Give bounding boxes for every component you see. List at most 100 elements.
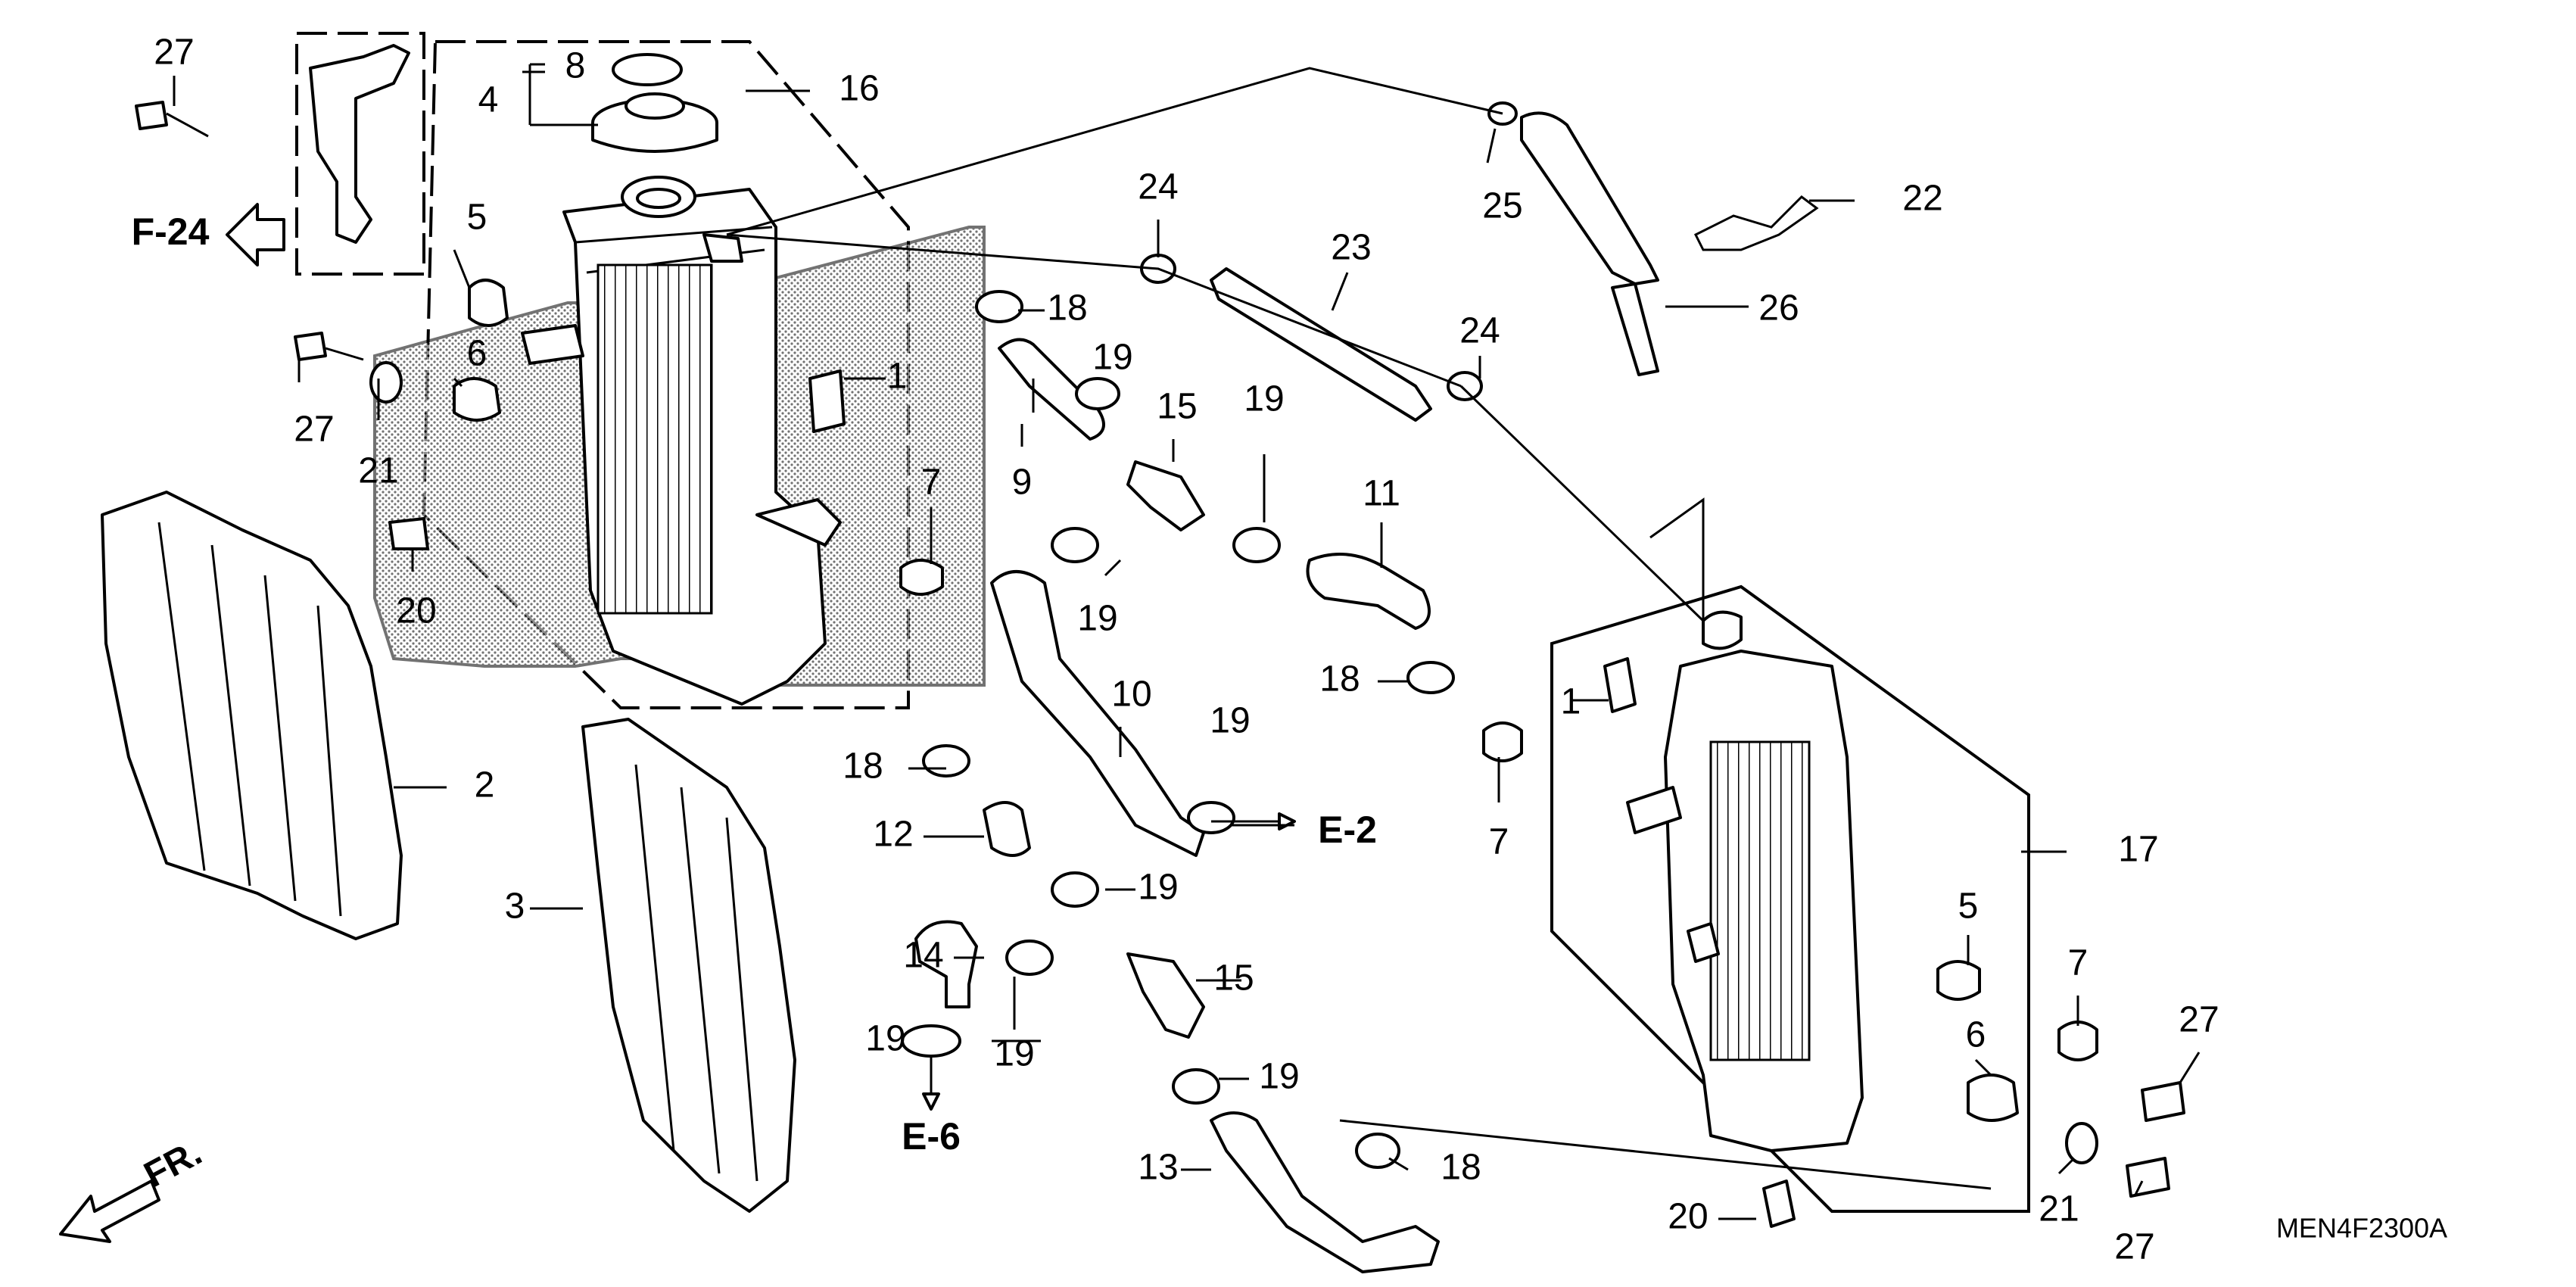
- washer-21-right: [2065, 1122, 2098, 1164]
- callout-22: 22: [1902, 179, 1942, 219]
- callout-14: 14: [903, 936, 943, 976]
- hoses: [914, 111, 1659, 1273]
- hose-23: [1210, 267, 1432, 422]
- callout-leaders: [173, 63, 2201, 1220]
- callout-26: 26: [1758, 288, 1799, 329]
- radiator-grille: [581, 718, 796, 1213]
- callout-3: 3: [505, 887, 525, 927]
- bolt-27-right-b: [2126, 1157, 2170, 1198]
- cap-gasket: [612, 53, 683, 86]
- callout-18: 18: [843, 746, 883, 787]
- callout-7: 7: [2068, 943, 2089, 983]
- right-radiator-core: [1709, 740, 1811, 1061]
- right-filler-neck: [1702, 610, 1743, 650]
- washer-21-left: [369, 361, 403, 404]
- callout-19: 19: [1244, 379, 1284, 419]
- clip-nut-20-left: [388, 517, 429, 550]
- callout-9: 9: [1012, 463, 1033, 503]
- left-radiator-assembly: [295, 32, 986, 709]
- ref-f24: F-24: [132, 210, 210, 253]
- grommet-6-left: [453, 377, 501, 422]
- hose-25: [1520, 111, 1659, 285]
- left-radiator-core: [596, 263, 713, 615]
- callout-16: 16: [839, 69, 879, 109]
- overflow-nipple: [702, 233, 743, 263]
- callout-25: 25: [1482, 186, 1522, 226]
- junction-15-lower: [1126, 952, 1205, 1039]
- callout-20: 20: [396, 591, 436, 631]
- callout-numbers: 27 8 4 16 5 6 27 21 20 1 7 2 3 24 18 19 …: [154, 33, 2219, 1267]
- callout-27: 27: [294, 410, 334, 450]
- callout-18: 18: [1047, 288, 1087, 329]
- callout-8: 8: [565, 46, 586, 86]
- grommet-5-left: [468, 279, 509, 327]
- left-fasteners: [135, 101, 944, 596]
- bolt-27-right-a: [2141, 1081, 2185, 1122]
- diagram-code: MEN4F2300A: [2276, 1213, 2447, 1244]
- leader-25-top: [726, 67, 1503, 236]
- callout-19: 19: [994, 1034, 1034, 1074]
- bolt-27-mid: [294, 332, 327, 361]
- callout-4: 4: [478, 80, 499, 120]
- callout-17: 17: [2118, 830, 2158, 870]
- radiator-shroud: [101, 491, 403, 940]
- bolt-27-top: [135, 101, 168, 130]
- hose-14: [914, 920, 978, 1008]
- callout-19: 19: [1138, 868, 1178, 908]
- callout-7: 7: [1489, 822, 1509, 862]
- ref-e2: E-2: [1318, 809, 1377, 851]
- callout-23: 23: [1331, 228, 1371, 268]
- front-direction-arrow: [59, 1179, 160, 1243]
- callout-19: 19: [1259, 1057, 1299, 1097]
- mounting-bracket: [309, 44, 410, 244]
- e6-arrow-head: [922, 1092, 940, 1111]
- leader-to-right-neck: [1459, 385, 1705, 622]
- callout-1: 1: [1561, 682, 1581, 722]
- wire-clip-22: [1693, 195, 1819, 251]
- leader-lower-right: [1339, 1119, 1992, 1190]
- bracket-detail-box: [295, 32, 425, 276]
- callout-5: 5: [467, 198, 487, 238]
- right-fasteners: [1482, 721, 2185, 1228]
- callout-6: 6: [467, 334, 487, 374]
- hose-12: [983, 801, 1031, 857]
- callout-19: 19: [1077, 599, 1117, 639]
- hose-26: [1611, 282, 1659, 376]
- hose-clamps: [901, 101, 1518, 1169]
- callout-6: 6: [1966, 1015, 1986, 1055]
- callout-5: 5: [1958, 887, 1979, 927]
- callout-11: 11: [1363, 474, 1400, 514]
- fan-switch-1-right: [1603, 657, 1637, 713]
- callout-1: 1: [887, 357, 908, 397]
- callout-15: 15: [1213, 958, 1254, 999]
- right-radiator-group-outline: [1550, 584, 2030, 1213]
- collar-7-left: [899, 559, 944, 596]
- callout-18: 18: [1441, 1148, 1481, 1188]
- leader-right-neck: [1649, 497, 1705, 621]
- callout-19: 19: [1210, 701, 1250, 741]
- callout-7: 7: [921, 463, 942, 503]
- callout-27: 27: [2114, 1227, 2154, 1267]
- right-radiator-assembly: [1550, 584, 2030, 1213]
- leader-upper-hose: [726, 233, 1462, 388]
- callout-21: 21: [358, 451, 398, 491]
- hose-11: [1306, 553, 1431, 630]
- callout-21: 21: [2039, 1189, 2079, 1229]
- callout-13: 13: [1138, 1148, 1178, 1188]
- callout-10: 10: [1111, 675, 1151, 715]
- callout-24: 24: [1138, 167, 1178, 207]
- callout-19: 19: [865, 1019, 905, 1059]
- callout-20: 20: [1668, 1197, 1708, 1237]
- clip-nut-20-right: [1762, 1179, 1796, 1228]
- hose-13: [1210, 1111, 1440, 1273]
- radiator-cap: [591, 92, 718, 153]
- callout-24: 24: [1459, 311, 1500, 351]
- grommet-6-right: [1967, 1074, 2019, 1122]
- hose-10: [990, 570, 1205, 857]
- ref-e6: E-6: [902, 1115, 961, 1158]
- collar-7-right-b: [2057, 1021, 2098, 1061]
- fan-switch-1-left: [808, 369, 846, 433]
- junction-15-upper: [1126, 460, 1205, 531]
- callout-18: 18: [1319, 659, 1360, 700]
